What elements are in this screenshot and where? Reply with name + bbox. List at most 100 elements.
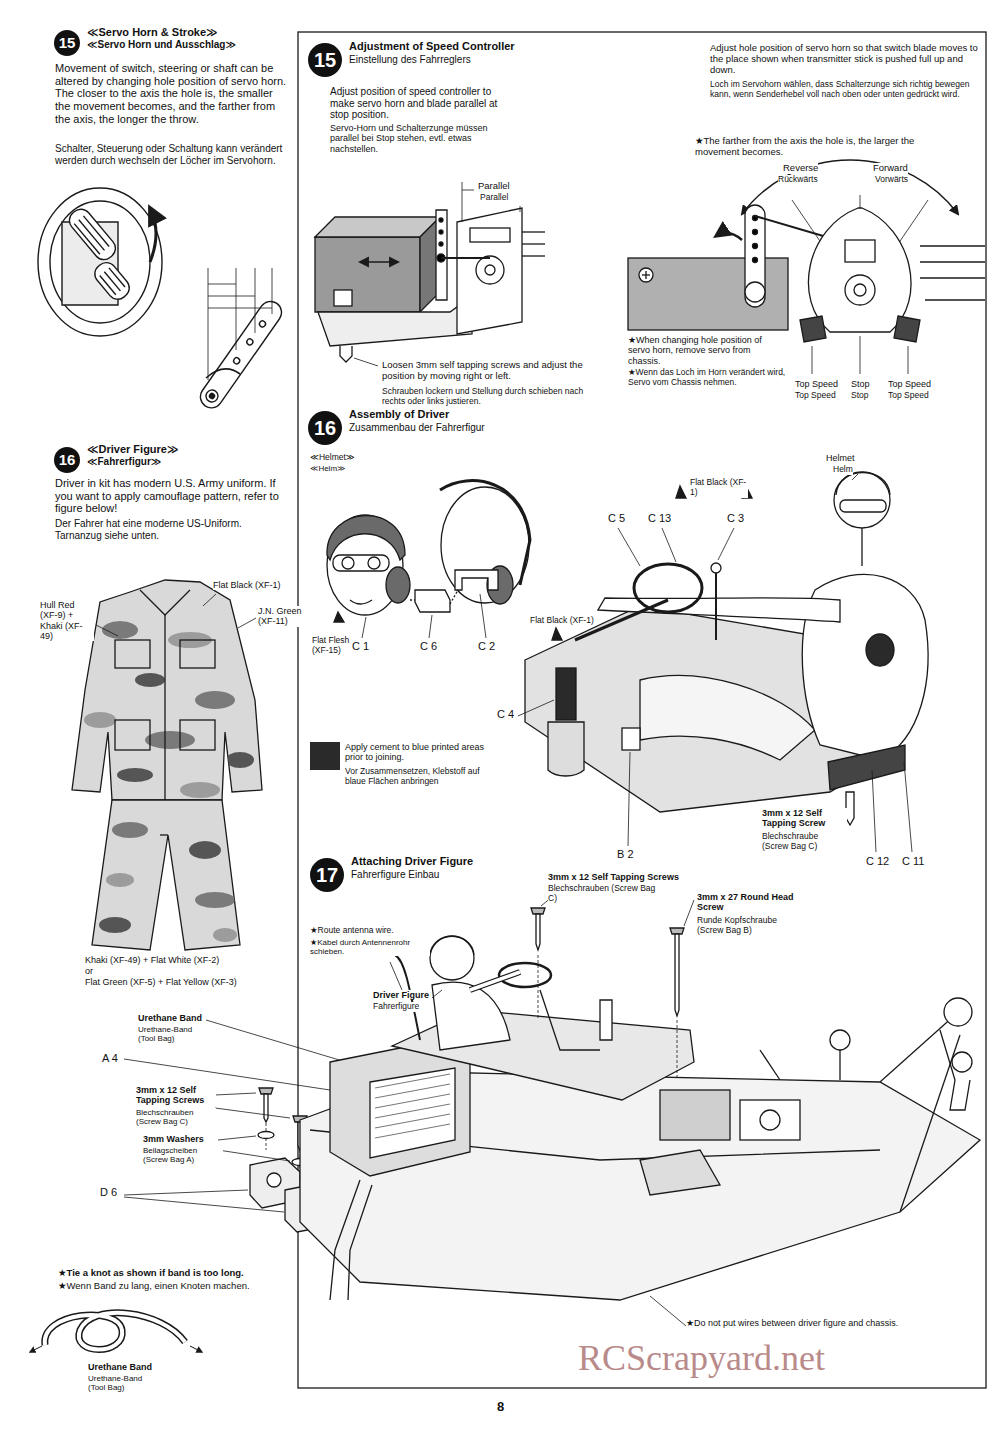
chassis-drawing bbox=[760, 1050, 780, 1080]
uniform-drawing bbox=[135, 673, 165, 687]
instruction-text: Adjust position of speed controller to m… bbox=[330, 86, 510, 121]
note: ★Wenn das Loch im Horn verändert wird, S… bbox=[628, 368, 788, 388]
position-label: Top Speed bbox=[795, 379, 838, 389]
paint-label: Flat Green (XF-5) + Flat Yellow (XF-3) bbox=[85, 977, 237, 987]
switch-drawing bbox=[925, 299, 985, 300]
chassis-drawing bbox=[531, 908, 545, 914]
step-badge: 17Attaching Driver FigureFahrerfigure Ei… bbox=[310, 858, 344, 892]
leader-line bbox=[852, 474, 858, 480]
servo-horn-drawing bbox=[208, 268, 209, 380]
chassis-drawing bbox=[430, 936, 474, 980]
leader-line bbox=[618, 528, 640, 566]
note: ★The farther from the axis the hole is, … bbox=[695, 136, 935, 158]
uniform-drawing bbox=[140, 590, 190, 615]
instruction-text: Schrauben lockern und Stellung durch sch… bbox=[382, 387, 607, 407]
part-number: C 13 bbox=[648, 512, 671, 525]
chassis-drawing bbox=[430, 936, 474, 955]
paint-label: Hull Red (XF-9) + Khaki (XF-49) bbox=[40, 600, 94, 641]
servo-horn-drawing bbox=[208, 296, 255, 297]
step-heading: Adjustment of Speed Controller bbox=[349, 40, 515, 53]
switch-drawing bbox=[808, 208, 911, 332]
uniform-drawing bbox=[92, 800, 240, 950]
leader-line bbox=[354, 358, 378, 366]
helmet-drawing bbox=[368, 557, 380, 569]
chassis-drawing bbox=[540, 990, 600, 1050]
servo-horn-drawing bbox=[232, 357, 240, 365]
step-heading: Assembly of Driver bbox=[349, 408, 449, 421]
leader-line bbox=[872, 770, 876, 852]
direction-label: Vorwärts bbox=[875, 175, 908, 185]
servo-horn-drawing bbox=[255, 268, 256, 333]
part-label: Urethane-Band (Tool Bag) bbox=[88, 1374, 160, 1392]
driver-drawing bbox=[840, 500, 886, 512]
servo-drawing bbox=[334, 290, 352, 306]
step-heading: Zusammenbau der Fahrerfigur bbox=[349, 422, 485, 434]
instruction-text: Servo-Horn und Schalterzunge müssen para… bbox=[330, 123, 510, 154]
leader-line bbox=[238, 618, 256, 628]
step-heading: ≪Servo Horn & Stroke≫ bbox=[87, 26, 218, 39]
driver-drawing bbox=[711, 563, 721, 573]
mount-parts bbox=[259, 1088, 273, 1094]
legend-note: Vor Zusammensetzen, Klebstoff auf blaue … bbox=[345, 767, 485, 787]
switch-drawing bbox=[894, 316, 920, 342]
leader-line bbox=[520, 206, 521, 212]
part-number: C 12 bbox=[866, 855, 889, 868]
servo-horn-drawing bbox=[79, 220, 105, 251]
uniform-drawing bbox=[195, 892, 235, 908]
servo-drawing bbox=[522, 243, 545, 244]
leader-line bbox=[518, 474, 912, 852]
servo-drawing bbox=[457, 208, 522, 334]
knot-drawing bbox=[30, 1346, 42, 1352]
uniform-drawing bbox=[106, 873, 134, 887]
servo-horn-drawing bbox=[246, 338, 254, 346]
uniform-drawing bbox=[226, 752, 254, 768]
instruction-text: Loch im Servohorn wählen, dass Schalterz… bbox=[710, 80, 972, 100]
servo-horn-drawing bbox=[91, 258, 134, 303]
direction-label: Reverse bbox=[783, 163, 818, 174]
helmet-drawing bbox=[334, 612, 344, 622]
switch-drawing bbox=[920, 245, 985, 246]
helmet-drawing bbox=[441, 487, 529, 603]
leader-line bbox=[518, 700, 554, 716]
paint-label: J.N. Green (XF-11) bbox=[258, 606, 306, 627]
servo-drawing bbox=[315, 217, 440, 237]
switch-drawing bbox=[745, 205, 765, 307]
switch-drawing bbox=[716, 233, 742, 240]
part-label: Urethane-Band (Tool Bag) bbox=[138, 1025, 210, 1043]
section-label: ≪Helm≫ bbox=[310, 464, 345, 473]
uniform-drawing bbox=[72, 580, 262, 800]
chassis-drawing bbox=[740, 1100, 800, 1140]
section-label: ≪Helmet≫ bbox=[310, 453, 355, 463]
servo-drawing bbox=[441, 257, 490, 259]
note: ★Tie a knot as shown if band is too long… bbox=[58, 1268, 244, 1279]
instruction-text: Movement of switch, steering or shaft ca… bbox=[55, 62, 287, 125]
switch-drawing bbox=[745, 282, 765, 302]
helmet-drawing bbox=[327, 516, 405, 560]
switch-drawing bbox=[920, 277, 985, 278]
instruction-text: Adjust hole position of servo horn so th… bbox=[710, 43, 980, 76]
helmet-drawing bbox=[386, 567, 410, 603]
switch-drawing bbox=[920, 261, 985, 262]
leader-line bbox=[218, 1136, 256, 1140]
driver-drawing bbox=[640, 676, 815, 760]
helmet-drawing bbox=[440, 481, 530, 585]
switch-drawing bbox=[753, 230, 758, 235]
driver-drawing bbox=[548, 722, 584, 776]
helmet-drawing bbox=[350, 600, 372, 604]
part-number: B 2 bbox=[617, 848, 634, 861]
driver-drawing bbox=[622, 728, 640, 750]
step-heading: ≪Fahrerfigur≫ bbox=[87, 456, 161, 468]
servo-horn-drawing bbox=[65, 205, 119, 264]
part-number: C 4 bbox=[497, 708, 514, 721]
screw-label: Blechschraube (Screw Bag C) bbox=[762, 832, 847, 852]
chassis-drawing bbox=[839, 1050, 840, 1080]
knot-drawing bbox=[45, 1313, 185, 1350]
helmet-drawing bbox=[342, 557, 354, 569]
step-number: 15 bbox=[308, 43, 342, 77]
part-label: Urethane Band bbox=[88, 1362, 152, 1372]
leader-line bbox=[96, 594, 256, 636]
step-badge: 16≪Driver Figure≫≪Fahrerfigur≫ bbox=[54, 447, 80, 473]
leader-line bbox=[215, 1108, 290, 1118]
knot-drawing bbox=[190, 1346, 202, 1352]
chassis-drawing bbox=[538, 955, 539, 1020]
